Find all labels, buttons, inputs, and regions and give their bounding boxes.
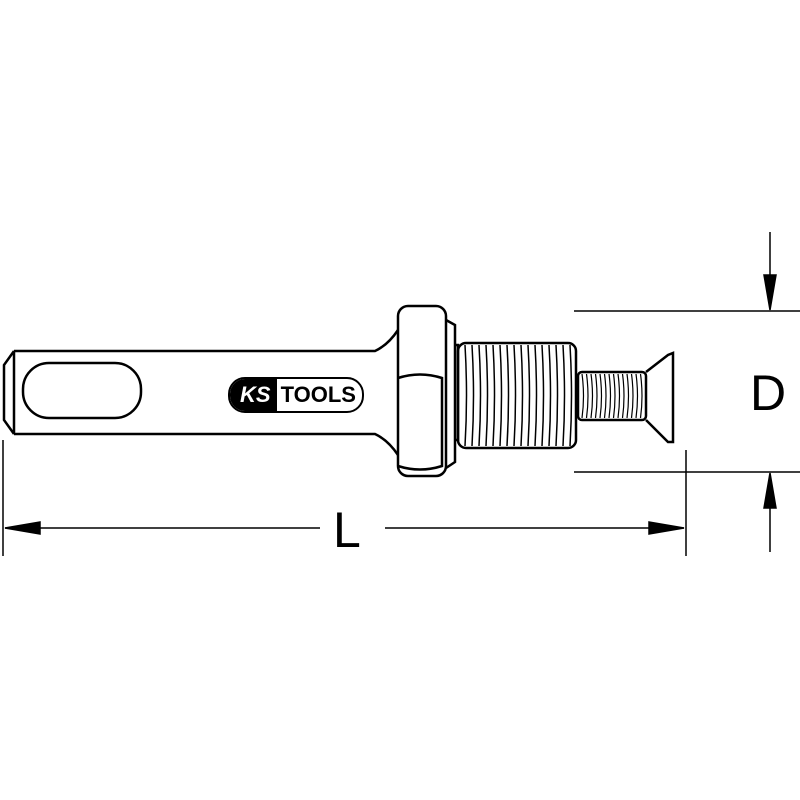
thread-line	[635, 373, 639, 419]
thread-line	[599, 373, 603, 419]
thread-line	[471, 344, 475, 447]
thread-line	[485, 344, 489, 447]
ks-tools-logo: KS TOOLS	[228, 377, 364, 413]
thread-line	[626, 373, 630, 419]
dimension-l	[2, 440, 687, 556]
thread-line	[506, 344, 510, 447]
thread-line	[464, 344, 468, 447]
coarse-thread	[455, 341, 578, 450]
thread-line	[569, 344, 573, 447]
screw	[576, 351, 675, 444]
thread-line	[612, 373, 616, 419]
thread-line	[534, 344, 538, 447]
hex-nut	[396, 304, 457, 478]
thread-line	[555, 344, 559, 447]
logo-ks: KS	[230, 379, 277, 411]
thread-line	[527, 344, 531, 447]
thread-line	[594, 373, 598, 419]
thread-line	[608, 373, 612, 419]
slot	[21, 361, 143, 420]
thread-line	[639, 373, 643, 419]
diameter-label: D	[750, 365, 787, 421]
thread-line	[548, 344, 552, 447]
thread-line	[617, 373, 621, 419]
shank	[2, 329, 400, 456]
thread-line	[520, 344, 524, 447]
thread-line	[581, 373, 585, 419]
thread-line	[630, 373, 634, 419]
thread-line	[492, 344, 496, 447]
thread-line	[590, 373, 594, 419]
thread-line	[585, 373, 589, 419]
thread-line	[513, 344, 517, 447]
thread-line	[621, 373, 625, 419]
thread-line	[562, 344, 566, 447]
thread-line	[478, 344, 482, 447]
thread-line	[541, 344, 545, 447]
logo-tools: TOOLS	[280, 382, 356, 407]
thread-line	[603, 373, 607, 419]
length-label: L	[333, 502, 361, 558]
thread-line	[499, 344, 503, 447]
dimension-d	[574, 232, 800, 552]
